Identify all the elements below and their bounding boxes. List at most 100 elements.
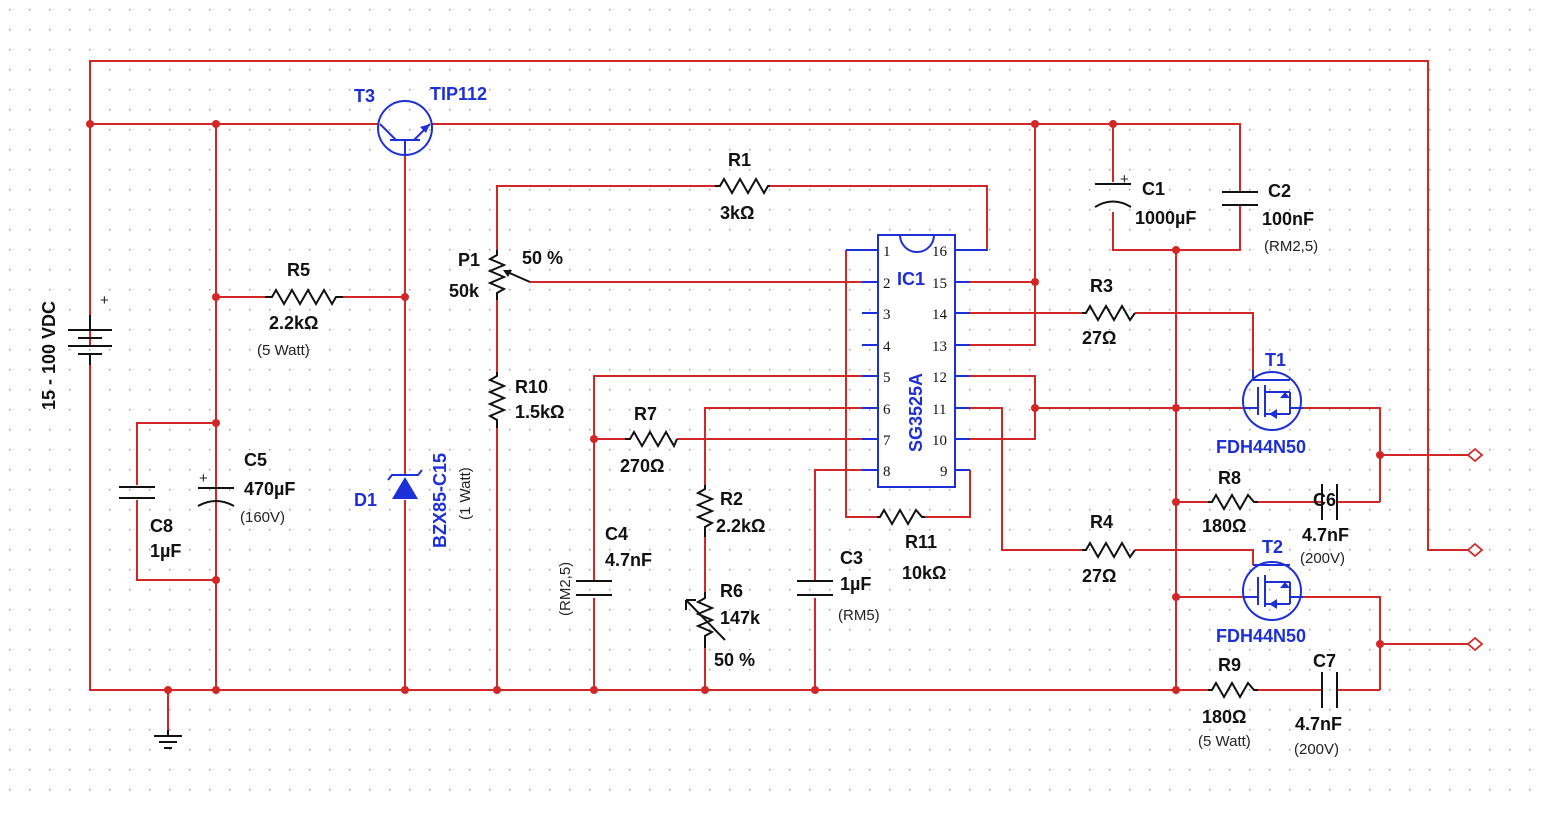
- zener-diode-d1[interactable]: [387, 469, 423, 499]
- ic-pin-7: 7: [883, 433, 891, 449]
- c7-value: 4.7nF: [1295, 714, 1342, 734]
- c3-note: (RM5): [838, 607, 880, 624]
- ic-pin-14: 14: [932, 307, 948, 323]
- battery-plus-label: +: [100, 292, 109, 309]
- r4-ref: R4: [1090, 512, 1113, 532]
- capacitor-c4[interactable]: [576, 580, 612, 596]
- supply-voltage-label: 15 - 100 VDC: [39, 301, 59, 410]
- battery-symbol: [68, 315, 112, 365]
- c5-note: (160V): [240, 509, 285, 526]
- d1-note: (1 Watt): [457, 467, 474, 520]
- output-terminals[interactable]: [1466, 447, 1484, 652]
- r3-value: 27Ω: [1082, 328, 1116, 348]
- ic-pin-15: 15: [932, 276, 947, 292]
- terminal-2[interactable]: [1466, 542, 1484, 558]
- mosfet-t1[interactable]: [1242, 370, 1303, 431]
- t2-part: FDH44N50: [1216, 626, 1306, 646]
- t1-part: FDH44N50: [1216, 437, 1306, 457]
- capacitor-c8[interactable]: [119, 486, 155, 499]
- r7-ref: R7: [634, 404, 657, 424]
- p1-ref: P1: [458, 250, 480, 270]
- mosfet-t2[interactable]: [1242, 561, 1303, 621]
- c4-value: 4.7nF: [605, 550, 652, 570]
- potentiometer-p1[interactable]: [487, 250, 531, 300]
- t2-ref: T2: [1262, 537, 1283, 557]
- c6-value: 4.7nF: [1302, 525, 1349, 545]
- c7-ref: C7: [1313, 651, 1336, 671]
- r1-ref: R1: [728, 150, 751, 170]
- c2-ref: C2: [1268, 181, 1291, 201]
- variable-resistor-r6[interactable]: [685, 592, 726, 648]
- ic-pin-3: 3: [883, 307, 891, 323]
- resistor-r3[interactable]: [1082, 303, 1136, 323]
- ic-pin-1: 1: [883, 244, 891, 260]
- r2-value: 2.2kΩ: [716, 516, 765, 536]
- r6-setting: 50 %: [714, 650, 755, 670]
- resistor-r4[interactable]: [1082, 540, 1136, 560]
- ic1-ref: IC1: [897, 269, 925, 289]
- c1-value: 1000µF: [1135, 208, 1196, 228]
- r8-value: 180Ω: [1202, 516, 1246, 536]
- r11-value: 10kΩ: [902, 563, 946, 583]
- c6-ref: C6: [1313, 490, 1336, 510]
- capacitor-c5[interactable]: [197, 487, 235, 507]
- r5-ref: R5: [287, 260, 310, 280]
- p1-value: 50k: [449, 281, 480, 301]
- ic-pin-10: 10: [932, 433, 947, 449]
- r1-value: 3kΩ: [720, 203, 754, 223]
- ic-sg3525a[interactable]: [846, 234, 987, 488]
- ic-pin-2: 2: [883, 276, 891, 292]
- resistor-r5[interactable]: [265, 287, 343, 307]
- capacitor-c7[interactable]: [1321, 672, 1338, 708]
- r7-value: 270Ω: [620, 456, 664, 476]
- resistor-r1[interactable]: [715, 176, 770, 196]
- resistor-r9[interactable]: [1208, 680, 1258, 700]
- ic-pin-9: 9: [940, 464, 948, 480]
- d1-ref: D1: [354, 490, 377, 510]
- capacitor-c1[interactable]: [1094, 183, 1132, 208]
- c5-value: 470µF: [244, 479, 295, 499]
- p1-setting: 50 %: [522, 248, 563, 268]
- r8-ref: R8: [1218, 468, 1241, 488]
- ground-icon: [154, 730, 182, 749]
- capacitor-c3[interactable]: [797, 580, 833, 596]
- c3-value: 1µF: [840, 574, 871, 594]
- c5-plus: +: [199, 470, 208, 487]
- r3-ref: R3: [1090, 276, 1113, 296]
- r9-ref: R9: [1218, 655, 1241, 675]
- terminal-3[interactable]: [1466, 636, 1484, 652]
- r10-ref: R10: [515, 377, 548, 397]
- ic-pin-12: 12: [932, 370, 947, 386]
- capacitor-c6[interactable]: [1321, 484, 1338, 520]
- d1-part: BZX85-C15: [430, 453, 450, 548]
- c5-ref: C5: [244, 450, 267, 470]
- c2-value: 100nF: [1262, 209, 1314, 229]
- resistor-r8[interactable]: [1208, 492, 1258, 512]
- resistor-r10[interactable]: [487, 372, 507, 428]
- c4-note: (RM2,5): [557, 562, 574, 616]
- ic-pin-11: 11: [932, 402, 946, 418]
- ic1-part: SG3525A: [906, 373, 926, 452]
- c4-ref: C4: [605, 524, 628, 544]
- ic-left-pin-numbers: 1 2 3 4 5 6 7 8: [883, 244, 891, 480]
- c1-ref: C1: [1142, 179, 1165, 199]
- c8-ref: C8: [150, 516, 173, 536]
- transistor-t3[interactable]: [377, 100, 433, 156]
- c6-note: (200V): [1300, 550, 1345, 567]
- capacitor-c2[interactable]: [1222, 191, 1258, 206]
- terminal-1[interactable]: [1466, 447, 1484, 463]
- resistor-r2[interactable]: [695, 485, 715, 537]
- r5-note: (5 Watt): [257, 342, 310, 359]
- r9-note: (5 Watt): [1198, 733, 1251, 750]
- c2-note: (RM2,5): [1264, 238, 1318, 255]
- resistor-r7[interactable]: [625, 429, 678, 449]
- ic-pin-8: 8: [883, 464, 891, 480]
- r2-ref: R2: [720, 489, 743, 509]
- resistor-r11[interactable]: [877, 507, 925, 527]
- c3-ref: C3: [840, 548, 863, 568]
- ic-pin-16: 16: [932, 244, 948, 260]
- junction-dots: [86, 120, 1384, 694]
